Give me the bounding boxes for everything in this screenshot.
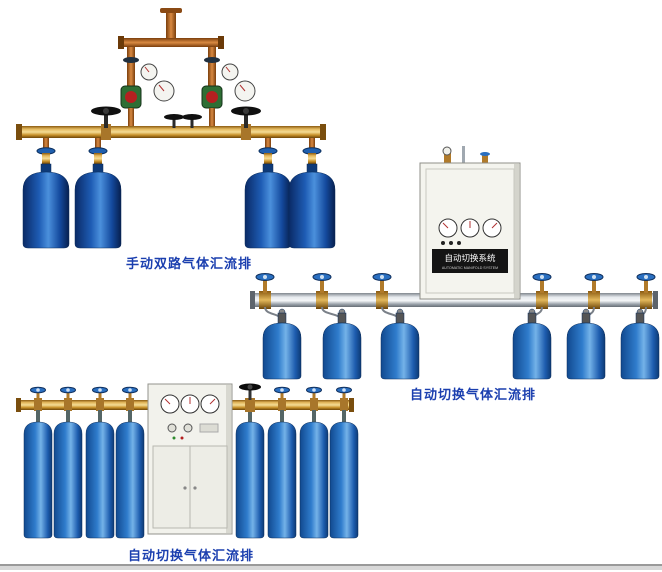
upper-header-pipe [118, 36, 224, 91]
product-auto-switch-floor: 自动切换气体汇流排 [12, 378, 360, 564]
cylinder-valves [30, 386, 352, 411]
gas-regulators [120, 85, 223, 128]
bottom-divider [0, 564, 662, 570]
black-handwheel-valve [239, 383, 261, 412]
cabinet-gauges [438, 218, 502, 238]
cabinet-gauges [160, 394, 220, 414]
black-handwheel-valves [91, 106, 261, 140]
main-manifold-pipe [16, 124, 326, 140]
control-cabinet [147, 383, 233, 535]
indicator-lights [441, 241, 461, 245]
cylinder-valves [255, 273, 656, 309]
product-caption-auto-switch-wall: 自动切换气体汇流排 [409, 387, 536, 402]
manifold-pipe [250, 291, 658, 309]
gas-cylinders [262, 308, 660, 380]
gas-cylinders [22, 163, 336, 249]
product-auto-switch-wall: 自动切换系统 AUTOMATIC MANIFOLD SYSTEM 自动 [250, 146, 660, 403]
gas-cylinders [23, 421, 359, 539]
cylinder-necks [36, 410, 346, 422]
pressure-gauges [140, 63, 256, 102]
cabinet-panel-label: 自动切换系统 [444, 253, 496, 263]
cylinder-connection-valves [36, 138, 322, 164]
manual-dual-manifold-image [16, 8, 336, 249]
outlet-riser-pipe [160, 8, 182, 44]
auto-switch-floor-image [16, 383, 359, 539]
product-manual-dual-manifold: 手动双路气体汇流排 [6, 6, 340, 272]
cabinet-name-panel: 自动切换系统 AUTOMATIC MANIFOLD SYSTEM [432, 249, 508, 273]
control-cabinet: 自动切换系统 AUTOMATIC MANIFOLD SYSTEM [419, 146, 521, 300]
auto-switch-wall-image: 自动切换系统 AUTOMATIC MANIFOLD SYSTEM [250, 146, 660, 380]
product-caption-manual-dual: 手动双路气体汇流排 [125, 256, 252, 271]
cabinet-panel-sublabel: AUTOMATIC MANIFOLD SYSTEM [442, 266, 498, 270]
cabinet-doors [152, 445, 228, 529]
product-caption-auto-switch-floor: 自动切换气体汇流排 [127, 548, 254, 563]
cabinet-controls [167, 423, 219, 440]
